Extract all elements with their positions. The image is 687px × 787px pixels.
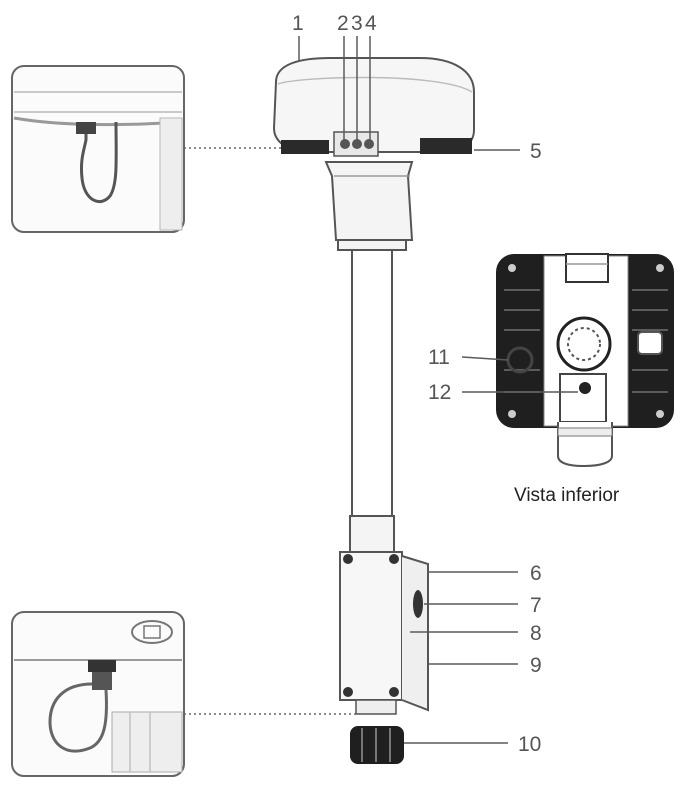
receiver-collar xyxy=(324,161,414,251)
callout-9: 9 xyxy=(530,654,542,677)
callout-3: 3 xyxy=(351,12,363,35)
callout-11: 11 xyxy=(428,346,450,369)
callout-8: 8 xyxy=(530,622,542,645)
callout-2: 2 xyxy=(337,12,349,35)
callout-1: 1 xyxy=(292,12,304,35)
callout-4: 4 xyxy=(365,12,377,35)
bracket-assembly xyxy=(339,551,429,715)
inset-top-cable-detail xyxy=(11,65,185,233)
callout-10: 10 xyxy=(518,733,541,756)
bottom-knob xyxy=(350,726,404,764)
bottom-view-caption: Vista inferior xyxy=(514,485,620,506)
inset-bottom-connector-detail xyxy=(11,611,185,777)
receiver-head xyxy=(272,57,475,157)
callout-12: 12 xyxy=(428,381,451,404)
leader-lines xyxy=(298,36,578,744)
bottom-view-panel xyxy=(496,253,674,468)
callout-7: 7 xyxy=(530,594,542,617)
callout-5: 5 xyxy=(530,140,542,163)
callout-6: 6 xyxy=(530,562,542,585)
survey-pole xyxy=(349,249,395,559)
